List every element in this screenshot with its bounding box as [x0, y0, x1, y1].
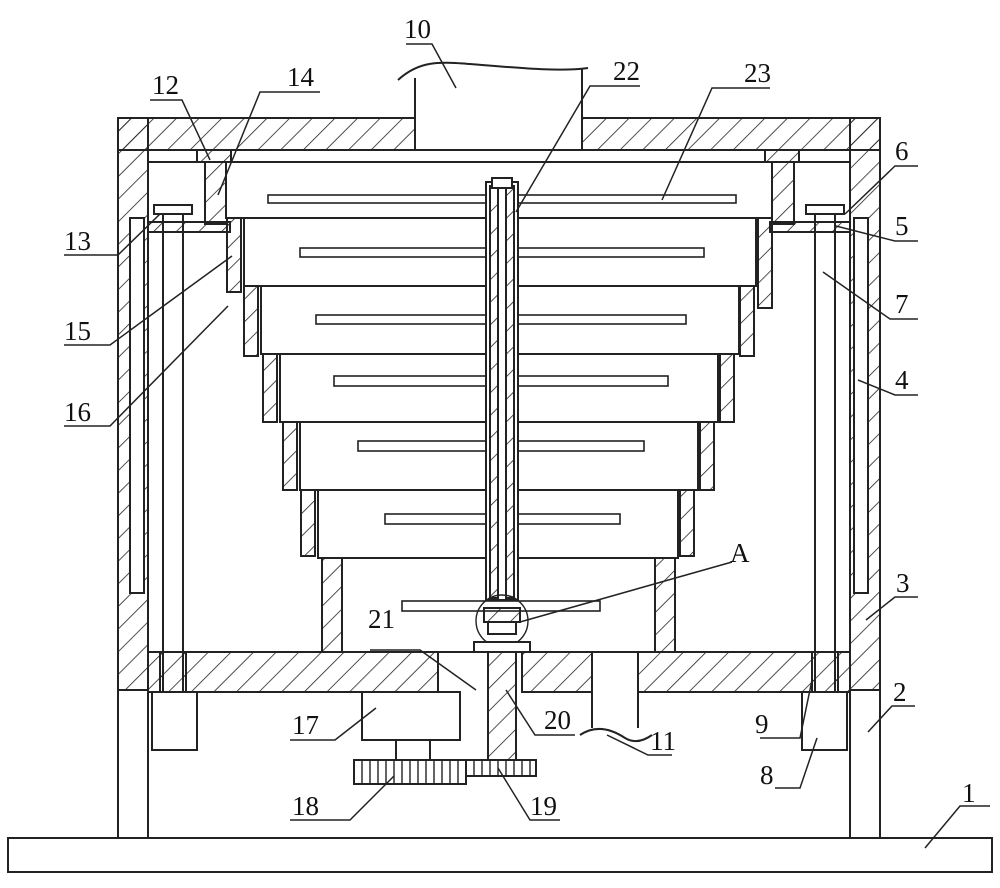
driven-gear [465, 759, 537, 777]
drive-gear [353, 759, 467, 785]
label-a: A [730, 538, 750, 568]
label-21: 21 [368, 604, 395, 634]
left-lifting-motor [151, 691, 198, 751]
left-column-cap [153, 204, 193, 215]
label-12: 12 [152, 70, 179, 100]
label-16: 16 [64, 397, 91, 427]
right-lifting-column [814, 211, 836, 693]
label-15: 15 [64, 316, 91, 346]
cover-frame [147, 149, 851, 163]
label-6: 6 [895, 136, 909, 166]
label-5: 5 [895, 211, 909, 241]
left-lifting-column [162, 211, 184, 693]
label-8: 8 [760, 760, 774, 790]
left-support-leg [117, 689, 149, 839]
label-23: 23 [744, 58, 771, 88]
base-plate [7, 837, 993, 873]
label-3: 3 [896, 568, 910, 598]
left-bracket [147, 149, 232, 233]
drive-motor [361, 691, 461, 761]
left-column-foot [159, 651, 187, 693]
label-10: 10 [404, 14, 431, 44]
feed-inlet [397, 61, 589, 150]
left-guide-rail [129, 217, 145, 594]
label-17: 17 [292, 710, 319, 740]
right-column-cap [805, 204, 845, 215]
label-1: 1 [962, 778, 976, 808]
central-shaft [485, 177, 519, 601]
label-19: 19 [530, 791, 557, 821]
right-support-leg [849, 689, 881, 839]
label-14: 14 [287, 62, 315, 92]
leader-lines [64, 43, 990, 849]
right-guide-rail [853, 217, 869, 594]
callout-labels: 1 2 3 4 5 6 7 8 9 10 11 12 13 14 15 16 1… [64, 14, 976, 821]
label-13: 13 [64, 226, 91, 256]
label-9: 9 [755, 709, 769, 739]
coupling-detail-a [473, 594, 531, 653]
drive-shaft [487, 651, 517, 761]
label-22: 22 [613, 56, 640, 86]
right-column-foot [811, 651, 839, 693]
label-20: 20 [544, 705, 571, 735]
label-2: 2 [893, 677, 907, 707]
label-18: 18 [292, 791, 319, 821]
label-4: 4 [895, 365, 909, 395]
right-lifting-motor [801, 691, 848, 751]
label-7: 7 [895, 289, 909, 319]
label-11: 11 [650, 726, 676, 756]
discharge-outlet [579, 652, 653, 743]
